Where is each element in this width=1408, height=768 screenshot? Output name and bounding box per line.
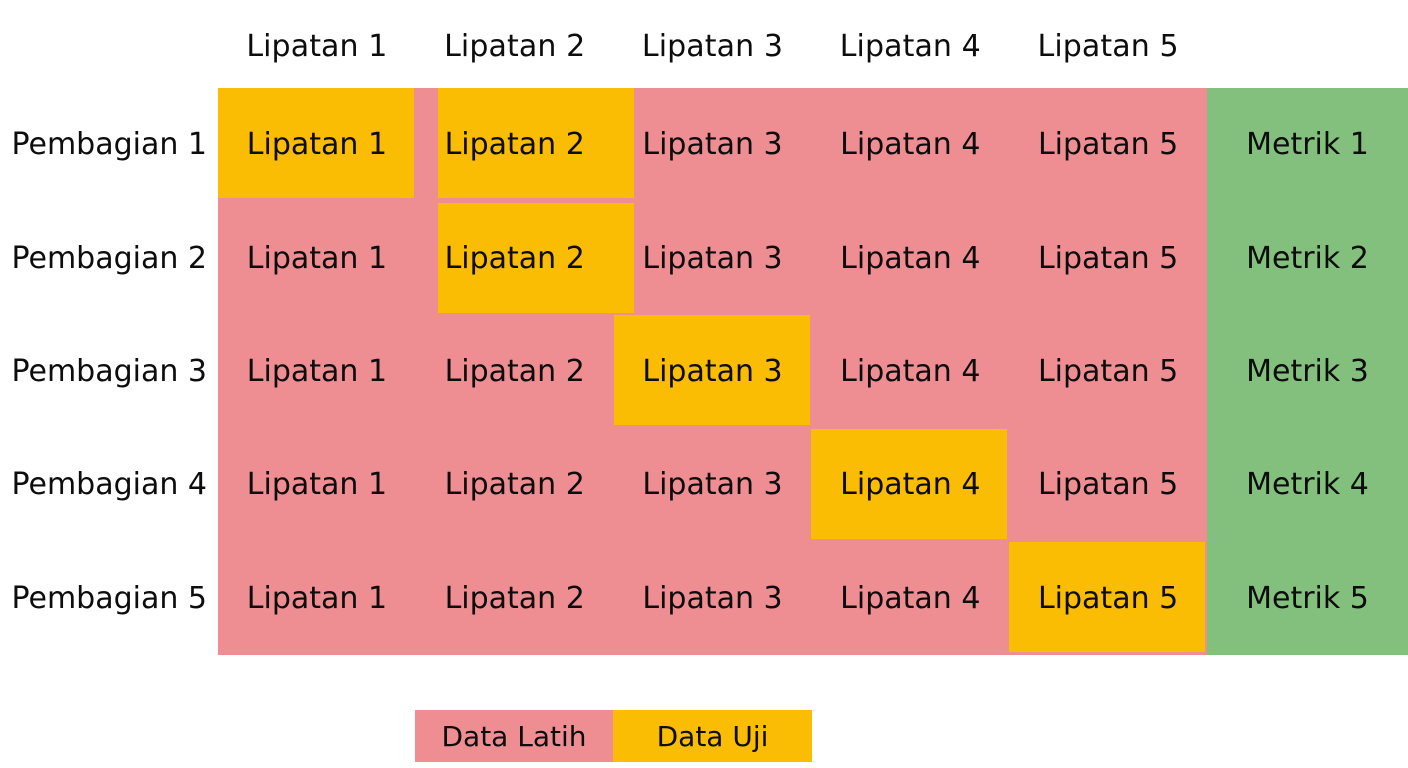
cell-split-5-fold-4: Lipatan 4: [840, 580, 981, 616]
cell-split-4-fold-1: Lipatan 1: [246, 467, 388, 503]
cell-split-1-fold-5: Lipatan 5: [1037, 127, 1179, 163]
cell-split-1-fold-2: Lipatan 2: [444, 127, 585, 163]
cell-split-2-fold-3: Lipatan 3: [642, 240, 783, 276]
cell-split-1-fold-4: Lipatan 4: [840, 127, 981, 163]
cell-split-3-fold-2: Lipatan 2: [444, 353, 585, 389]
test-block-split-2: [437, 88, 634, 198]
row-label-split-1: Pembagian 1: [11, 127, 207, 163]
column-header-fold-5: Lipatan 5: [1037, 28, 1179, 64]
cell-split-1-fold-3: Lipatan 3: [642, 127, 783, 163]
test-block-split-3: [614, 315, 810, 425]
cell-split-3-fold-5: Lipatan 5: [1037, 353, 1179, 389]
column-header-fold-3: Lipatan 3: [641, 28, 784, 64]
table-row: Lipatan 1 Lipatan 2 Lipatan 3 Lipatan 4 …: [218, 201, 1207, 314]
metric-cell-split-1: Metrik 1: [1246, 127, 1369, 163]
cell-split-2-fold-5: Lipatan 5: [1037, 240, 1179, 276]
metric-cell-split-2: Metrik 2: [1246, 240, 1369, 276]
cell-split-4-fold-5: Lipatan 5: [1037, 467, 1179, 503]
cell-split-3-fold-1: Lipatan 1: [246, 353, 388, 389]
cell-split-2-fold-1: Lipatan 1: [246, 240, 388, 276]
cell-split-4-fold-2: Lipatan 2: [444, 467, 585, 503]
row-label-split-5: Pembagian 5: [11, 580, 207, 616]
column-header-fold-4: Lipatan 4: [839, 28, 981, 64]
test-block-split-4: [811, 429, 1008, 539]
legend-item-train: Data Latih: [415, 710, 613, 762]
test-block-split-5: [1009, 542, 1206, 652]
cell-split-1-fold-1: Lipatan 1: [246, 127, 388, 163]
cell-split-5-fold-2: Lipatan 2: [444, 580, 585, 616]
metric-column-background: [1207, 88, 1408, 655]
cell-split-4-fold-3: Lipatan 3: [642, 467, 783, 503]
row-label-split-3: Pembagian 3: [11, 353, 207, 389]
cell-split-3-fold-4: Lipatan 4: [840, 353, 981, 389]
cell-split-5-fold-5: Lipatan 5: [1037, 580, 1179, 616]
cell-split-5-fold-3: Lipatan 3: [642, 580, 783, 616]
row-label-split-2: Pembagian 2: [11, 240, 207, 276]
row-label-split-4: Pembagian 4: [11, 467, 207, 503]
cell-split-5-fold-1: Lipatan 1: [246, 580, 388, 616]
cell-split-4-fold-4: Lipatan 4: [840, 467, 981, 503]
table-row: Lipatan 1 Lipatan 2 Lipatan 3 Lipatan 4 …: [218, 315, 1207, 428]
kfold-grid: Lipatan 1 Lipatan 2 Lipatan 3 Lipatan 4 …: [218, 88, 1408, 655]
table-row: Lipatan 1 Lipatan 2 Lipatan 3 Lipatan 4 …: [218, 88, 1207, 201]
legend: Data Latih Data Uji: [415, 710, 812, 762]
metric-cell-split-3: Metrik 3: [1246, 353, 1369, 389]
metric-cell-split-5: Metrik 5: [1246, 580, 1369, 616]
column-header-row: Lipatan 1 Lipatan 2 Lipatan 3 Lipatan 4 …: [218, 15, 1207, 77]
cell-split-2-fold-4: Lipatan 4: [840, 240, 981, 276]
table-row: Lipatan 1 Lipatan 2 Lipatan 3 Lipatan 4 …: [218, 428, 1207, 541]
cell-split-2-fold-2: Lipatan 2: [444, 240, 585, 276]
test-block-split-2b: [437, 203, 634, 313]
column-header-fold-1: Lipatan 1: [246, 28, 388, 64]
cell-split-3-fold-3: Lipatan 3: [642, 353, 783, 389]
table-row: Lipatan 1 Lipatan 2 Lipatan 3 Lipatan 4 …: [218, 542, 1207, 655]
legend-item-test: Data Uji: [613, 710, 812, 762]
column-header-fold-2: Lipatan 2: [444, 28, 586, 64]
metric-cell-split-4: Metrik 4: [1246, 467, 1369, 503]
test-block-split-1: [218, 88, 414, 198]
